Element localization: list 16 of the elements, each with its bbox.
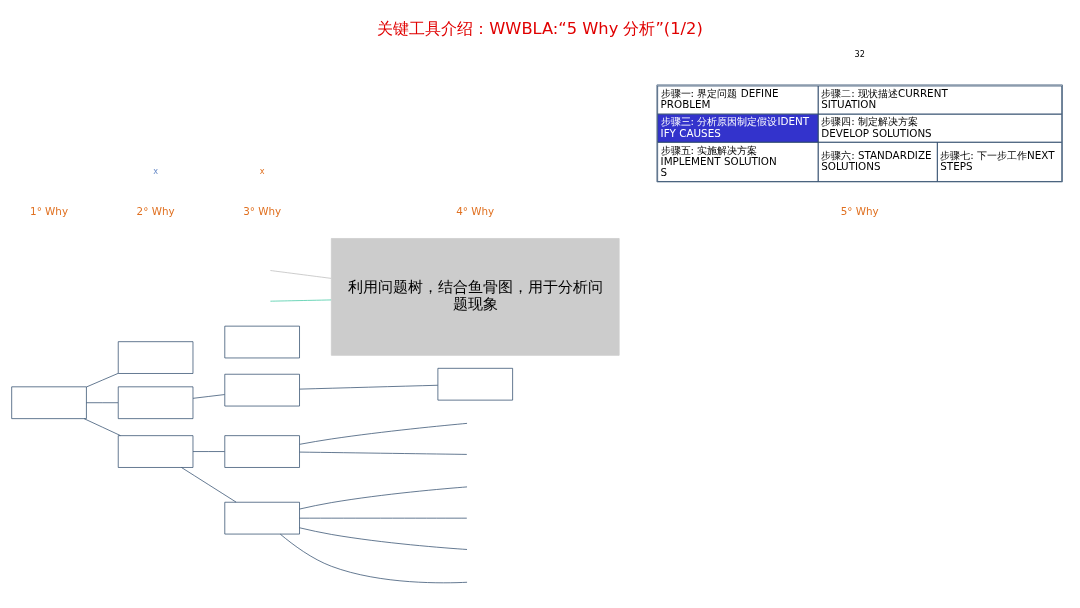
- label: 32: [854, 48, 865, 59]
- diagram-title: 关键工具介绍：WWBLA:“5 Why 分析”(1/2): [377, 18, 703, 38]
- label: 步骤二: 现状描述CURRENT SITUATION: [821, 86, 948, 110]
- label: 4° Why: [456, 204, 495, 217]
- label: x: [259, 165, 265, 176]
- label: 步骤七: 下一步工作NEXT STEPS: [940, 148, 1055, 172]
- label: 3° Why: [243, 204, 282, 217]
- label: 5° Why: [840, 204, 879, 217]
- label: 步骤一: 界定问题 DEFINE PROBLEM: [660, 86, 779, 110]
- label: 1° Why: [30, 204, 69, 217]
- label: x: [153, 165, 159, 176]
- label: 步骤三: 分析原因制定假设IDENTIFY CAUSES: [660, 114, 809, 138]
- label: 步骤五: 实施解决方案 IMPLEMENT SOLUTIONS: [660, 143, 777, 178]
- label: 2° Why: [136, 204, 175, 217]
- label: 步骤六: STANDARDIZE SOLUTIONS: [821, 148, 932, 172]
- label: 步骤四: 制定解决方案 DEVELOP SOLUTIONS: [821, 114, 932, 138]
